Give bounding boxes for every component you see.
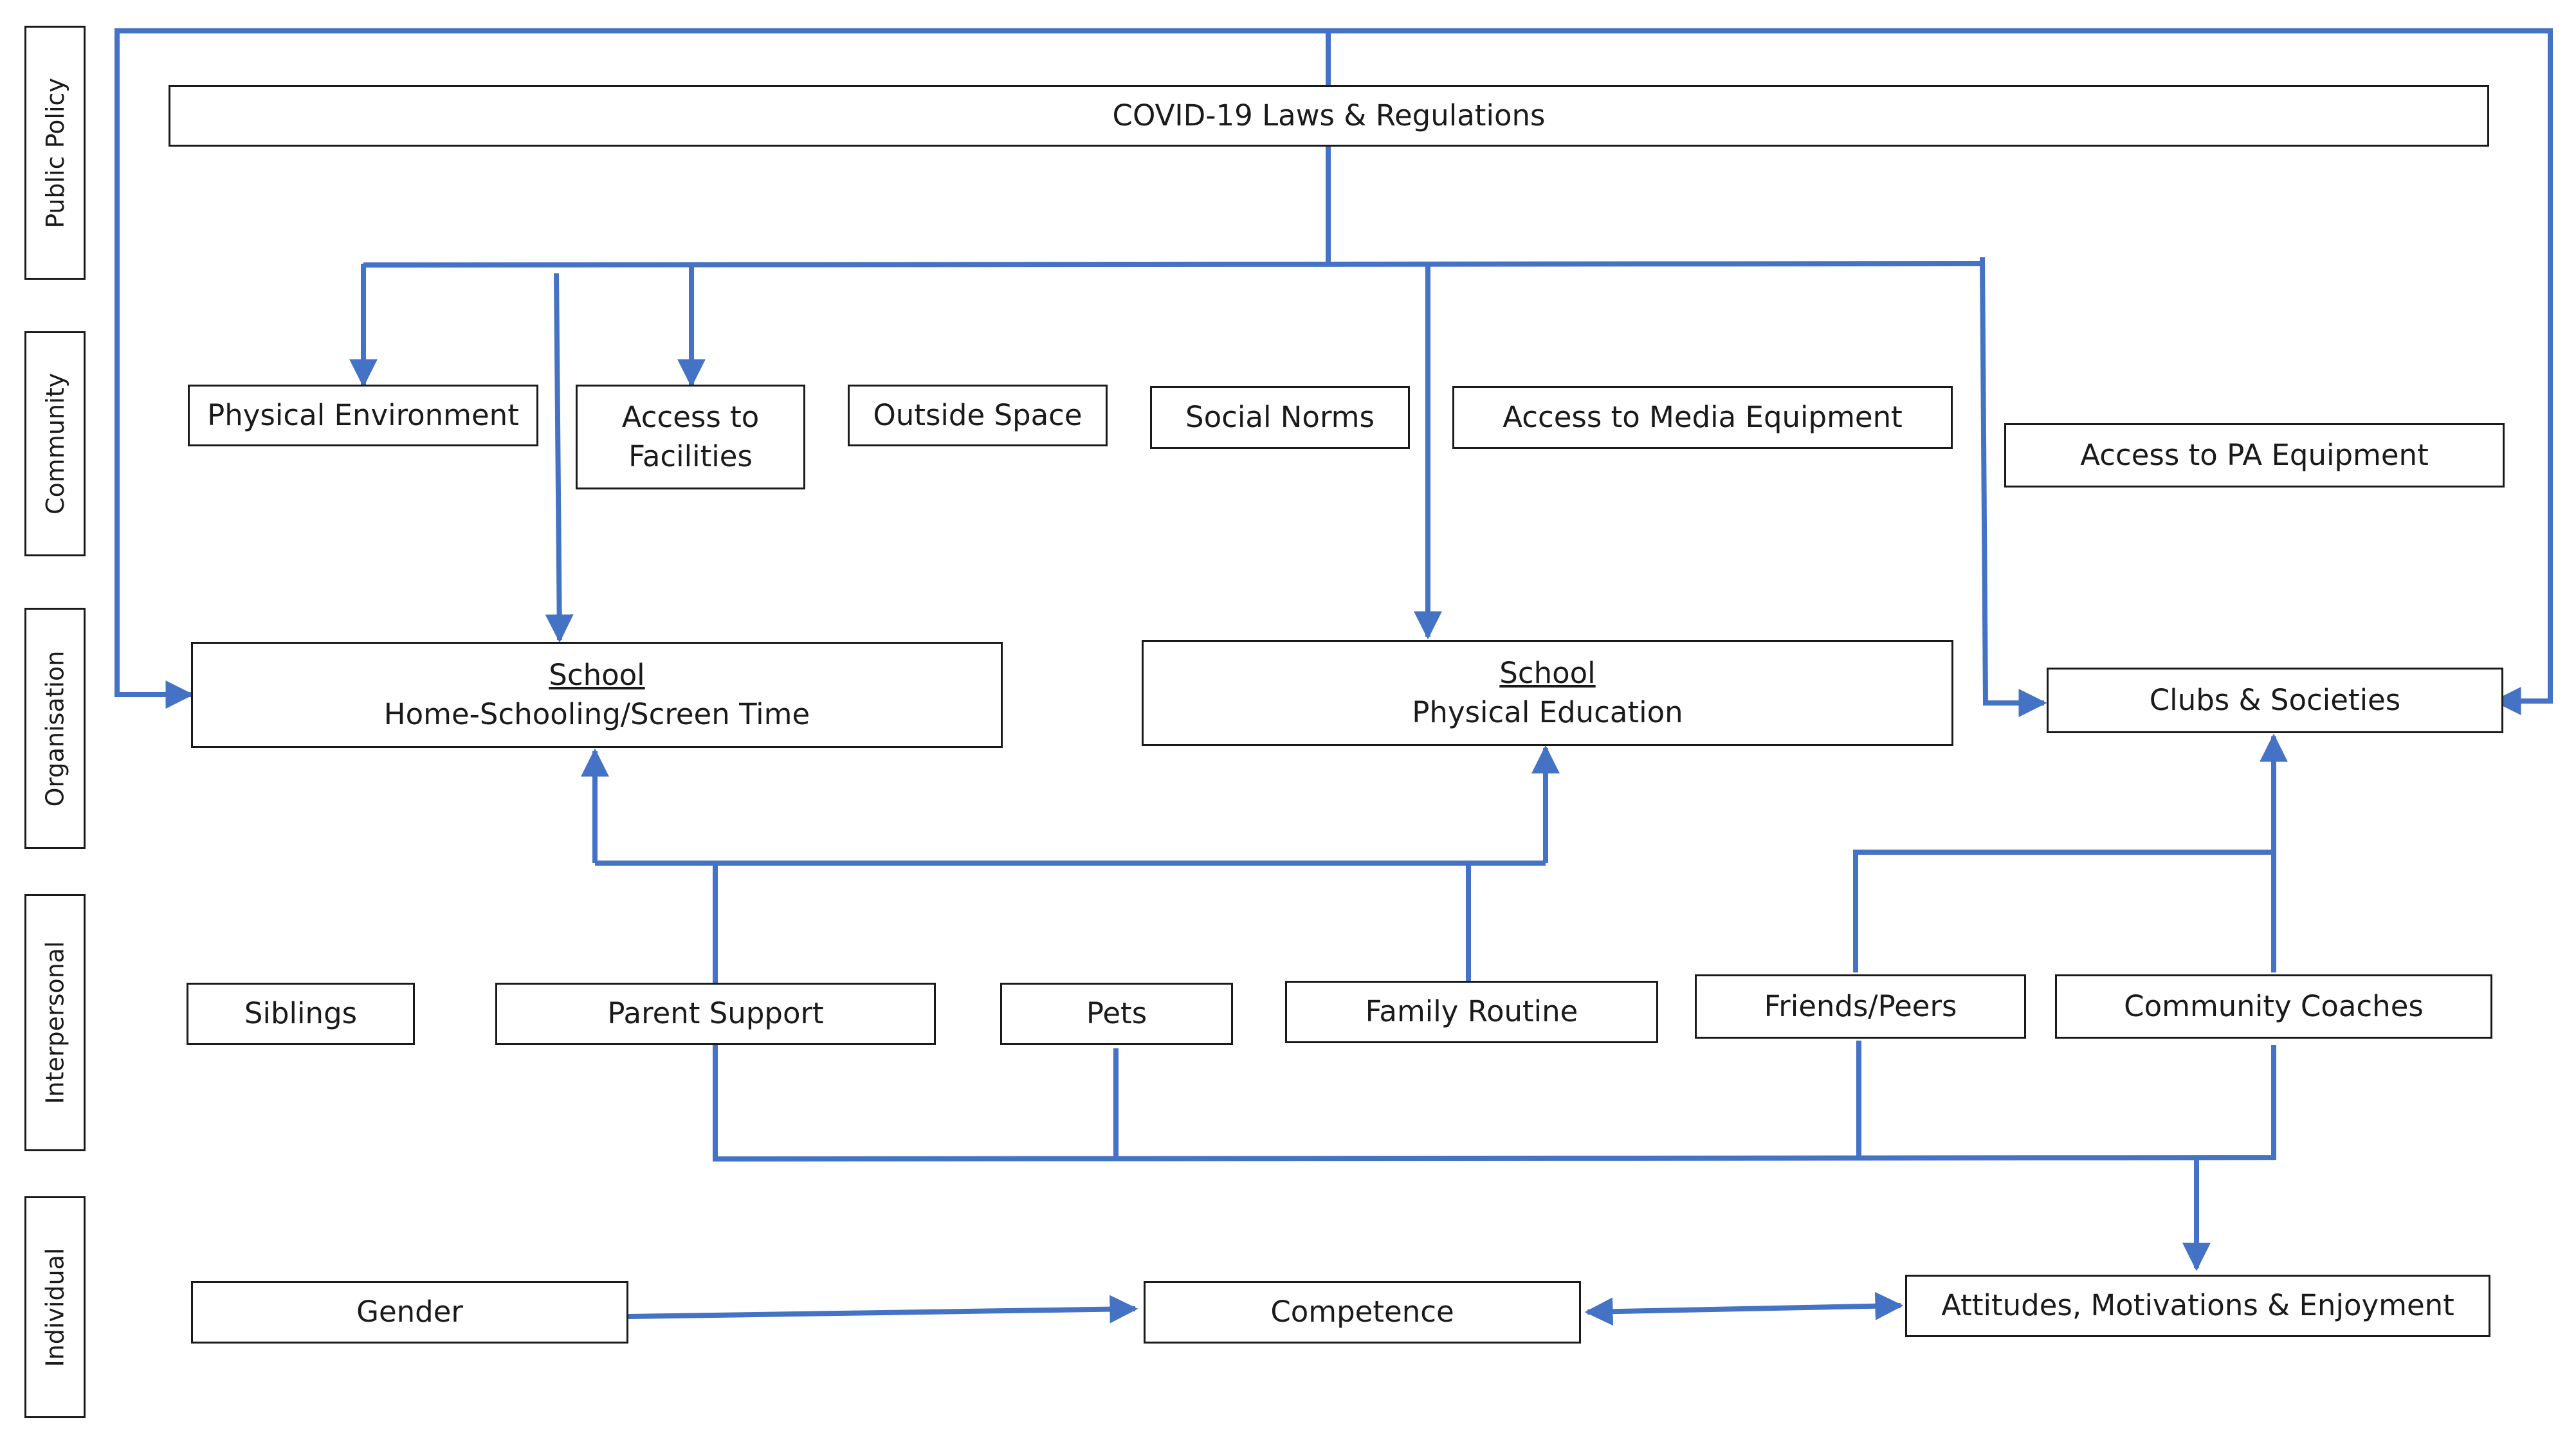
connector-to-school-home bbox=[545, 273, 574, 643]
connector-interpersonal-bus bbox=[713, 1045, 2276, 1162]
band-public-policy-label: Public Policy bbox=[41, 77, 69, 228]
node-access-to-facilities: Access to Facilities bbox=[576, 385, 805, 489]
connector-to-clubs bbox=[1980, 257, 2047, 717]
band-public-policy: Public Policy bbox=[24, 26, 86, 280]
node-physical-environment: Physical Environment bbox=[188, 385, 538, 446]
node-outside-space: Outside Space bbox=[848, 385, 1108, 446]
connector-covid-bus bbox=[363, 261, 1983, 268]
node-covid-laws: COVID-19 Laws & Regulations bbox=[169, 85, 2489, 147]
band-community: Community bbox=[24, 331, 86, 556]
node-access-to-media-equipment: Access to Media Equipment bbox=[1452, 386, 1953, 449]
connector-gender-to-competence bbox=[628, 1295, 1138, 1324]
band-community-label: Community bbox=[41, 373, 69, 515]
connector-covid-outer-left bbox=[114, 28, 1328, 709]
band-organisation-label: Organisation bbox=[41, 650, 69, 807]
band-organisation: Organisation bbox=[24, 608, 86, 849]
node-clubs-and-societies: Clubs & Societies bbox=[2047, 668, 2503, 733]
node-school-home-schooling: School Home-Schooling/Screen Time bbox=[191, 642, 1003, 748]
connector-covid-outer-right bbox=[1328, 28, 2553, 715]
node-parent-support: Parent Support bbox=[495, 983, 936, 1045]
node-community-coaches: Community Coaches bbox=[2055, 974, 2492, 1039]
node-competence: Competence bbox=[1144, 1281, 1581, 1344]
band-individual: Individual bbox=[24, 1196, 86, 1418]
node-pets: Pets bbox=[1000, 983, 1233, 1045]
node-friends-peers: Friends/Peers bbox=[1695, 974, 2026, 1039]
band-interpersonal-label: Interpersonal bbox=[41, 941, 69, 1104]
node-attitudes-motivations-enjoyment: Attitudes, Motivations & Enjoyment bbox=[1905, 1275, 2490, 1337]
node-school-physical-education: School Physical Education bbox=[1142, 640, 1953, 746]
connector-competence-attitudes bbox=[1584, 1291, 1904, 1326]
band-individual-label: Individual bbox=[41, 1247, 69, 1367]
connector-friends-up bbox=[1853, 850, 2274, 972]
band-interpersonal: Interpersonal bbox=[24, 894, 86, 1151]
node-family-routine: Family Routine bbox=[1285, 981, 1658, 1043]
node-access-to-pa-equipment: Access to PA Equipment bbox=[2004, 423, 2505, 488]
node-gender: Gender bbox=[191, 1281, 628, 1344]
node-social-norms: Social Norms bbox=[1150, 386, 1410, 449]
node-siblings: Siblings bbox=[187, 983, 415, 1045]
